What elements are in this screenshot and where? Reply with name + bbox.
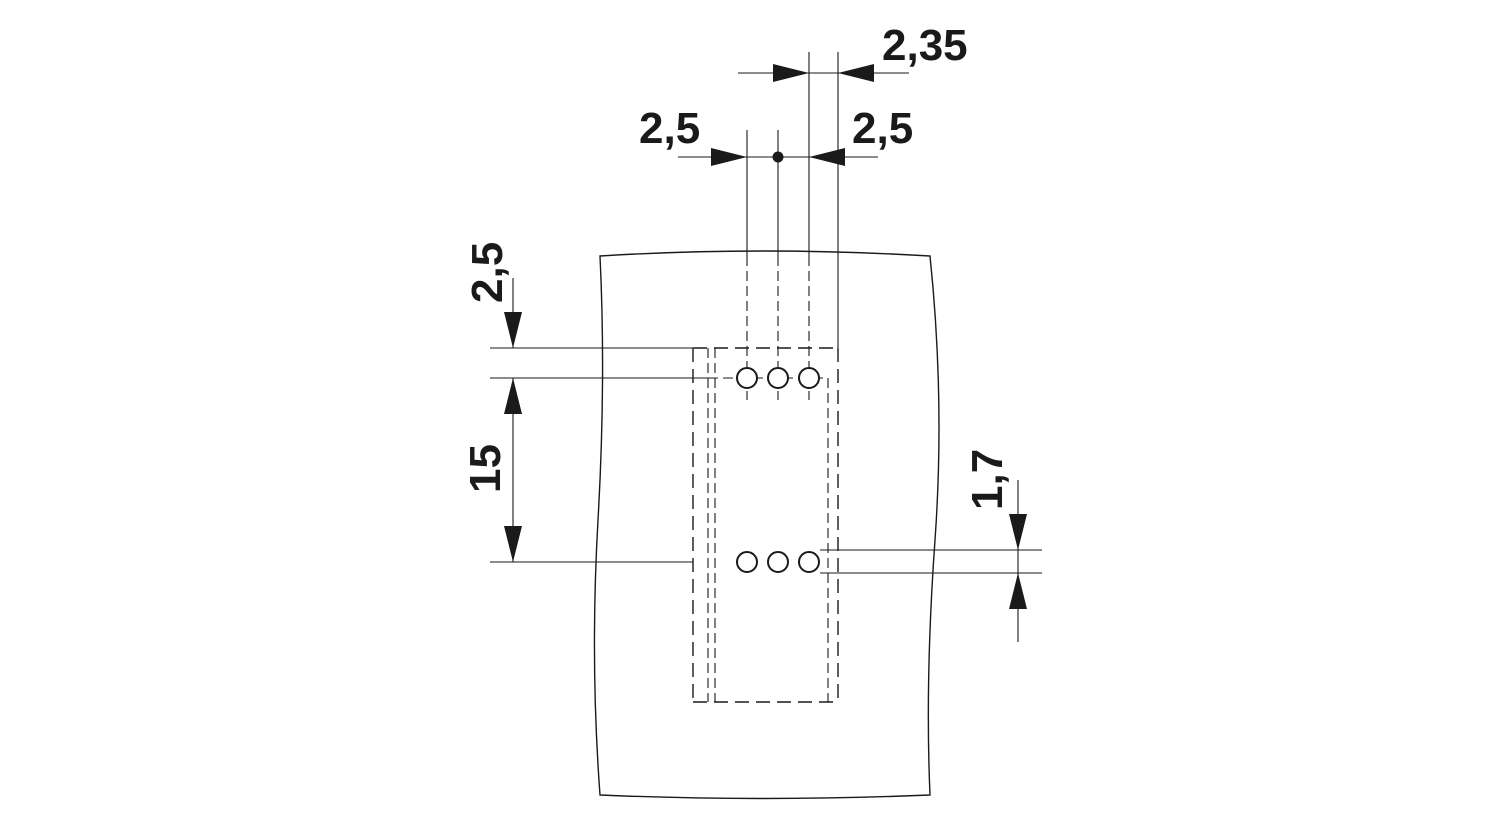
- dimension-label-pitch-right: 2,5: [852, 104, 913, 153]
- hole: [767, 367, 789, 389]
- hole: [798, 551, 820, 573]
- dimension-hole-diameter: 1,7: [963, 449, 1027, 642]
- dimension-label-edge-offset: 2,5: [463, 242, 512, 303]
- hole: [767, 551, 789, 573]
- dimension-edge-offset: 2,5: [463, 242, 522, 348]
- hole: [736, 367, 758, 389]
- board-outline: [593, 250, 940, 800]
- hole: [736, 551, 758, 573]
- hole-row-top: [736, 367, 820, 389]
- dimension-label-pitch-left: 2,5: [639, 104, 700, 153]
- hole-row-bottom: [736, 551, 820, 573]
- dimension-label-pin-gap: 2,35: [882, 21, 968, 70]
- horizontal-extension-lines: [490, 347, 1042, 574]
- dimension-pin-gap: 2,35: [738, 21, 968, 82]
- dimension-pitch: 2,5 2,5: [639, 104, 913, 166]
- hole: [798, 367, 820, 389]
- dimension-label-hole-diameter: 1,7: [963, 449, 1012, 510]
- dimension-label-row-spacing: 15: [461, 444, 510, 493]
- dimension-row-spacing: 15: [461, 378, 522, 562]
- connector-footprint: [692, 347, 839, 703]
